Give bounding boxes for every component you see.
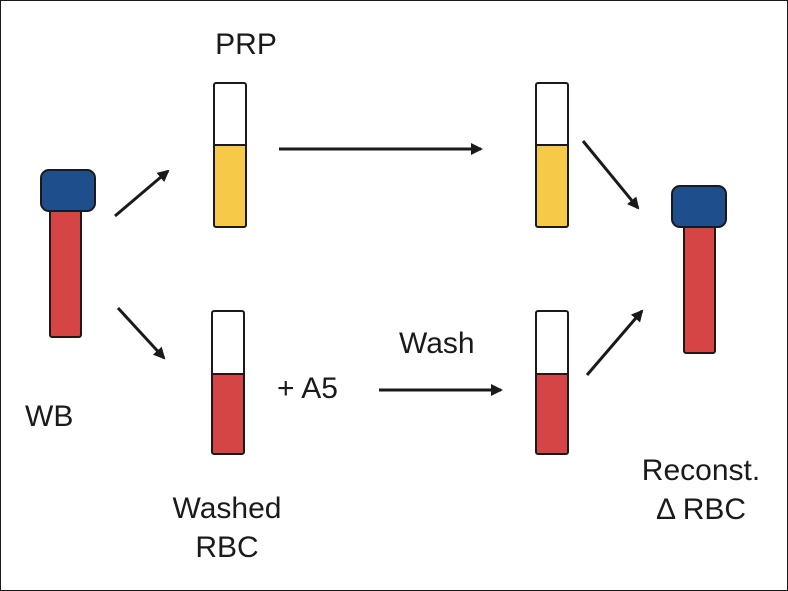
- prp-label: PRP: [215, 28, 277, 61]
- arrow-plasma-to-reconst: [581, 140, 640, 210]
- wb-label: WB: [25, 400, 74, 433]
- reconst-tube-body: [683, 216, 716, 354]
- washed-rbc-tube-glass: [211, 310, 245, 455]
- reconst-tube: [671, 185, 727, 354]
- plasma-tube-right-plasma: [536, 145, 568, 227]
- washed-rbc-tube-blood: [212, 374, 244, 454]
- arrow-wb-to-prp: [114, 169, 170, 218]
- arrow-wb-to-washed-rbc: [116, 306, 166, 360]
- prp-tube-glass: [213, 82, 247, 228]
- arrow-rbc-to-reconst: [585, 309, 644, 376]
- reconst-label-line1: Reconst.: [641, 454, 761, 487]
- plasma-tube-right: [535, 82, 569, 228]
- washed-rbc-tube: [211, 310, 245, 455]
- wb-tube-cap: [40, 169, 96, 212]
- reconst-label-line2: Δ RBC: [655, 493, 747, 526]
- treated-rbc-tube: [535, 310, 569, 455]
- washed-rbc-label-line1: Washed: [172, 492, 282, 525]
- treated-rbc-tube-glass: [535, 310, 569, 455]
- wb-tube: [40, 169, 96, 338]
- wb-tube-body: [49, 200, 82, 338]
- plasma-tube-right-glass: [535, 82, 569, 228]
- washed-rbc-label-line2: RBC: [195, 531, 259, 564]
- reconst-tube-cap: [671, 185, 727, 228]
- prp-tube-plasma: [214, 145, 246, 227]
- wash-label: Wash: [399, 327, 475, 360]
- treated-rbc-tube-blood: [536, 374, 568, 454]
- prp-tube: [213, 82, 247, 228]
- plus-a5-label: + A5: [277, 372, 338, 405]
